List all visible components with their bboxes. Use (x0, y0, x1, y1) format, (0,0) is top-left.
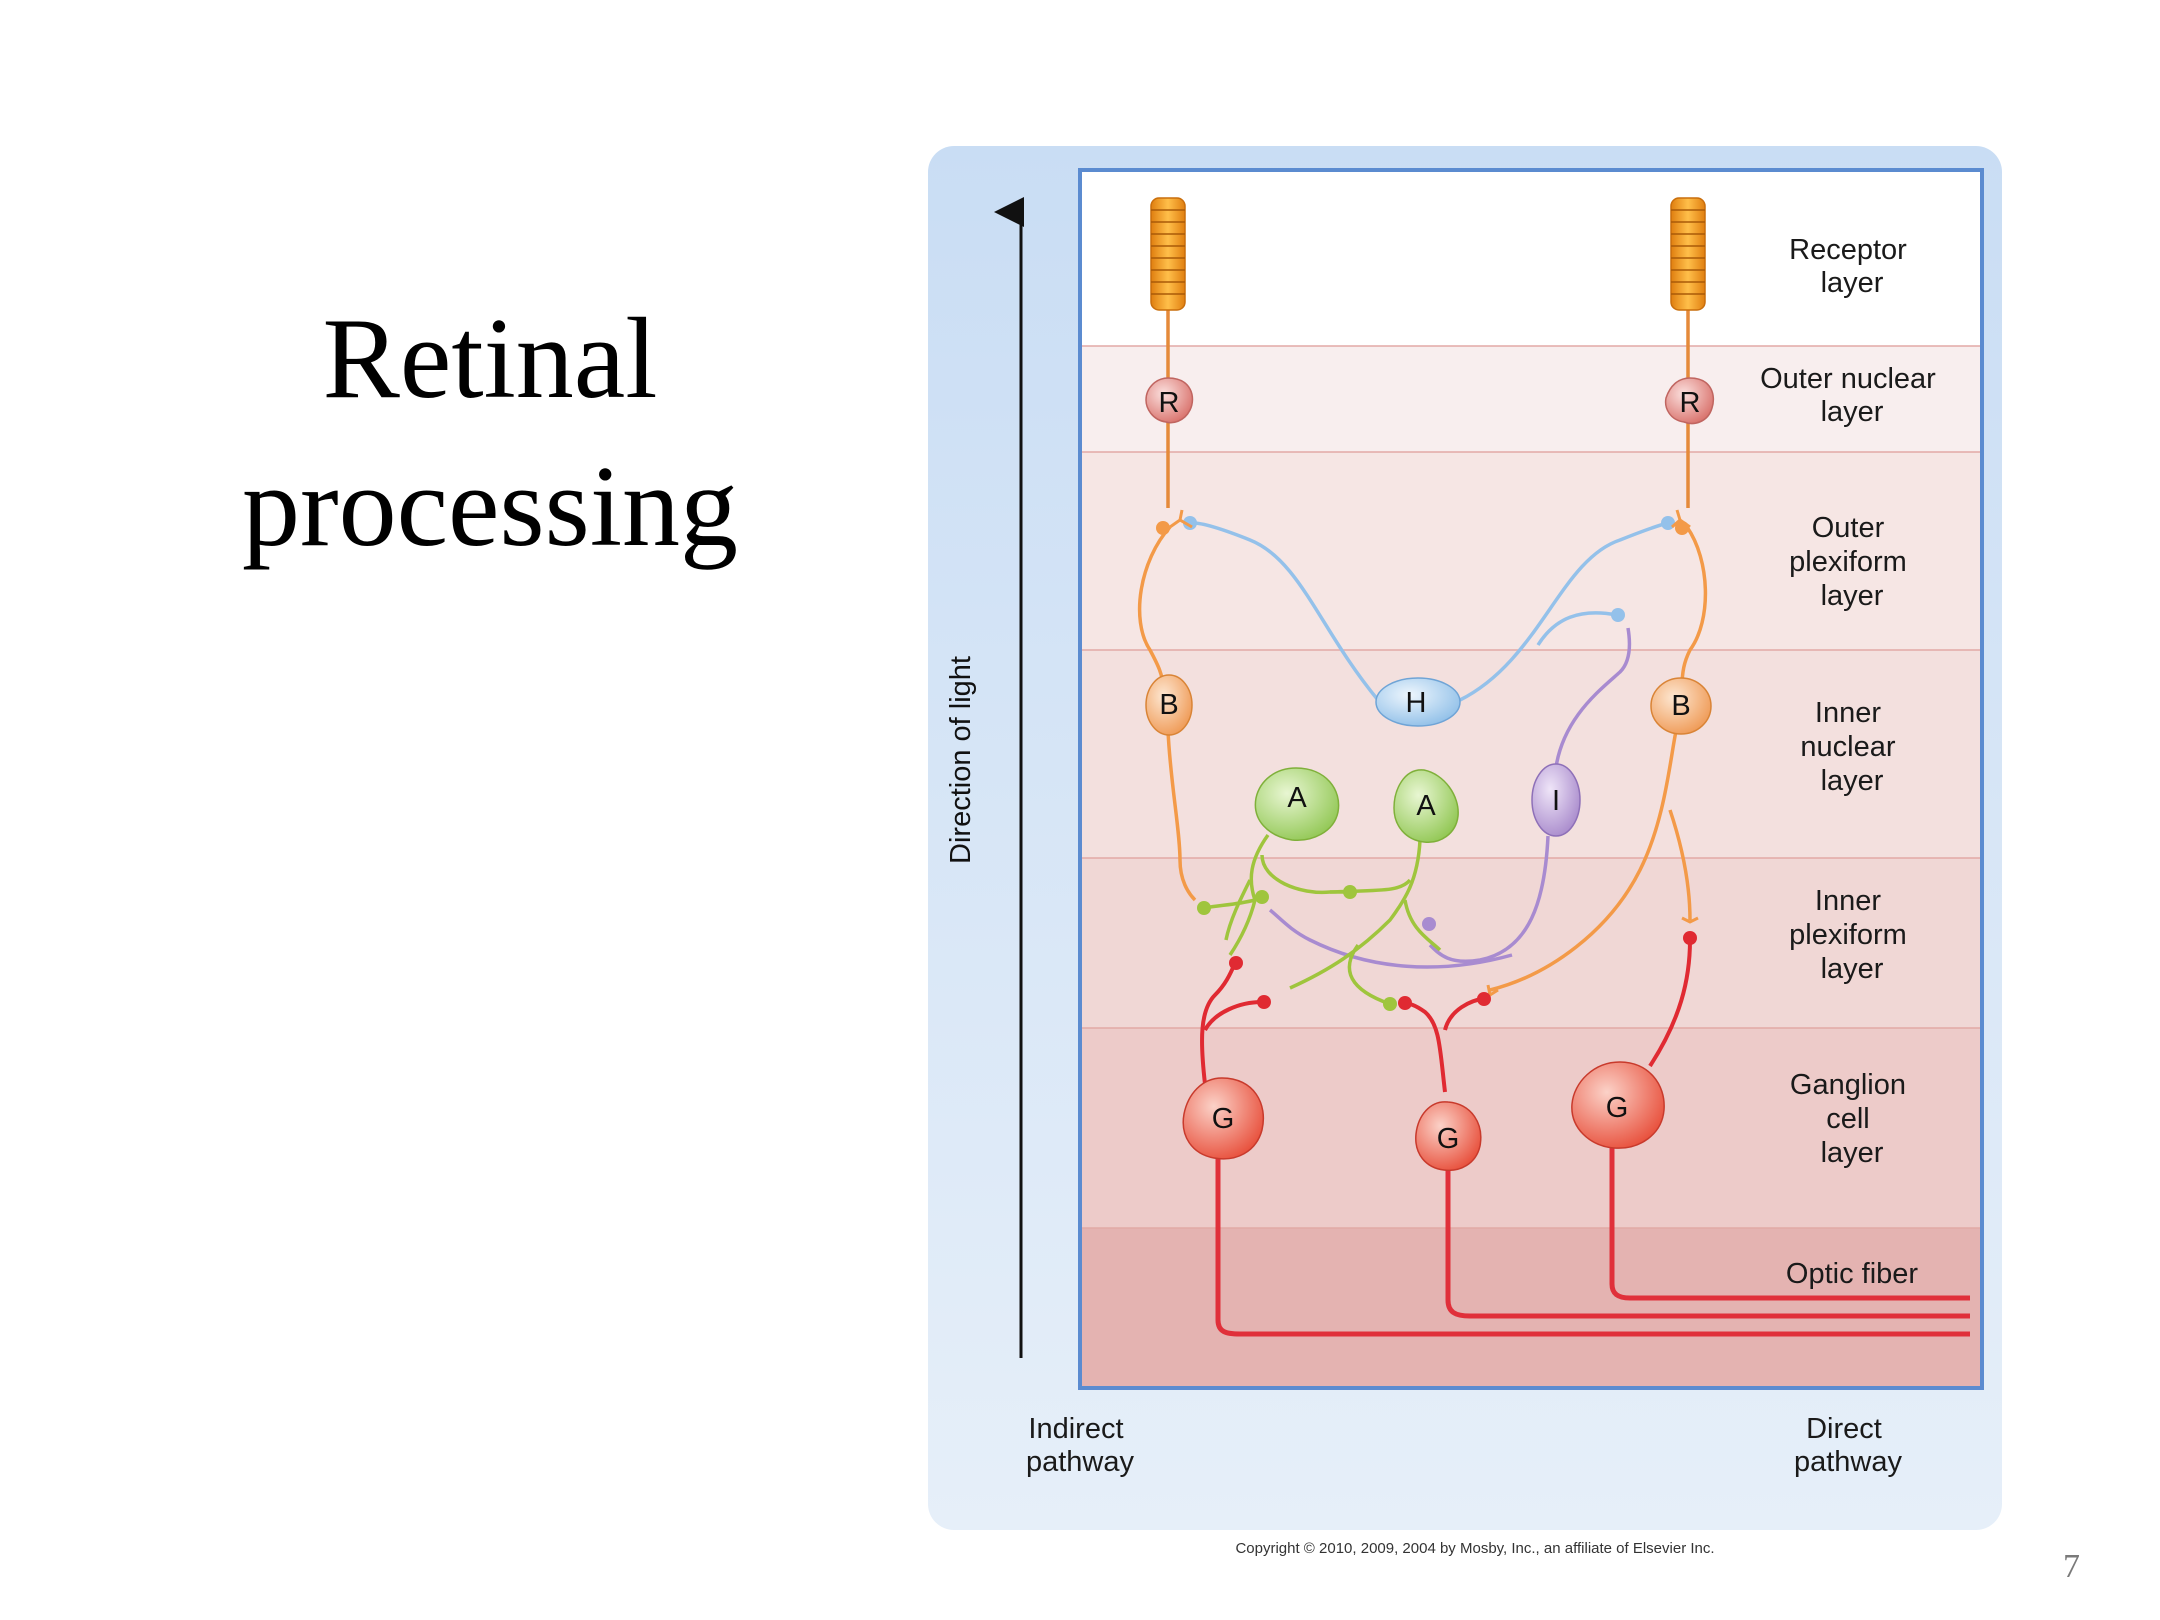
receptor-cell-left: R (1145, 377, 1194, 424)
amacrine-cell-right: A (1393, 769, 1459, 843)
layer-labels: Receptor layer Outer nuclear layer Outer… (1760, 234, 1944, 1290)
slide-number: 7 (2063, 1548, 2080, 1585)
amacrine-letter: A (1287, 782, 1307, 814)
layer-label-inner-nuclear: Inner nuclear layer (1800, 697, 1903, 797)
amacrine-terminals (1197, 885, 1397, 1011)
slide-title: Retinal processing (150, 285, 830, 581)
layer-label-outer-plexiform: Outer plexiform layer (1789, 512, 1915, 612)
layer-dividers (1080, 345, 1982, 1229)
layer-band-inner-nuclear (1080, 650, 1982, 858)
receptor-cell-right: R (1664, 377, 1715, 425)
ganglion-terminals (1229, 931, 1697, 1010)
ganglion-letter: G (1212, 1103, 1235, 1135)
layer-band-optic-fiber (1080, 1228, 1982, 1388)
layer-band-outer-plexiform (1080, 452, 1982, 650)
horizontal-letter: H (1406, 687, 1427, 719)
layer-band-inner-plexiform (1080, 858, 1982, 1028)
layer-band-receptor (1080, 170, 1982, 346)
bipolar-cell-left: B (1145, 674, 1193, 736)
layer-label-optic-fiber: Optic fiber (1786, 1258, 1918, 1290)
photoreceptor-right (1670, 197, 1706, 311)
amacrine-processes (1204, 833, 1442, 1006)
layer-band-outer-nuclear (1080, 346, 1982, 452)
receptor-letter: R (1159, 387, 1180, 419)
interplexiform-processes (1268, 627, 1632, 969)
photoreceptor-left (1150, 197, 1186, 311)
bipolar-processes (1137, 525, 1708, 992)
horizontal-cell: H (1375, 677, 1461, 727)
diagram-frame (1078, 168, 1984, 1390)
ganglion-cell-middle: G (1415, 1101, 1482, 1172)
receptor-letter: R (1680, 387, 1701, 419)
bipolar-letter: B (1159, 689, 1178, 721)
indirect-pathway-label: Indirect pathway (1026, 1413, 1135, 1478)
optic-fibers (1215, 1148, 1970, 1337)
slide-title-line-2: processing (241, 443, 739, 571)
bipolar-terminals (1156, 521, 1689, 535)
horizontal-terminals (1183, 516, 1675, 622)
interplexiform-letter: I (1552, 785, 1560, 817)
layer-label-inner-plexiform: Inner plexiform layer (1789, 885, 1915, 985)
ganglion-letter: G (1437, 1123, 1460, 1155)
slide-title-line-1: Retinal (322, 295, 658, 423)
bipolar-letter: B (1671, 690, 1690, 722)
bipolar-cell-right: B (1650, 677, 1712, 735)
direct-pathway-label: Direct pathway (1794, 1413, 1903, 1478)
layer-label-receptor: Receptor layer (1789, 234, 1915, 299)
interplexiform-cell: I (1531, 763, 1581, 837)
horizontal-cell-processes (1189, 521, 1669, 702)
layer-label-ganglion: Ganglion cell layer (1790, 1069, 1914, 1169)
layer-label-outer-nuclear: Outer nuclear layer (1760, 363, 1944, 428)
amacrine-cell-left: A (1254, 767, 1340, 841)
interplexiform-terminals (1422, 917, 1436, 931)
ganglion-cell-left: G (1182, 1077, 1264, 1160)
receptor-stalks (1166, 308, 1690, 508)
copyright-notice: Copyright © 2010, 2009, 2004 by Mosby, I… (1235, 1540, 1715, 1557)
ganglion-cell-right: G (1571, 1061, 1665, 1149)
pathway-labels: Indirect pathway Direct pathway (1026, 1413, 1903, 1478)
amacrine-letter: A (1416, 790, 1436, 822)
ganglion-letter: G (1606, 1092, 1629, 1124)
axis-label: Direction of light (945, 656, 977, 864)
